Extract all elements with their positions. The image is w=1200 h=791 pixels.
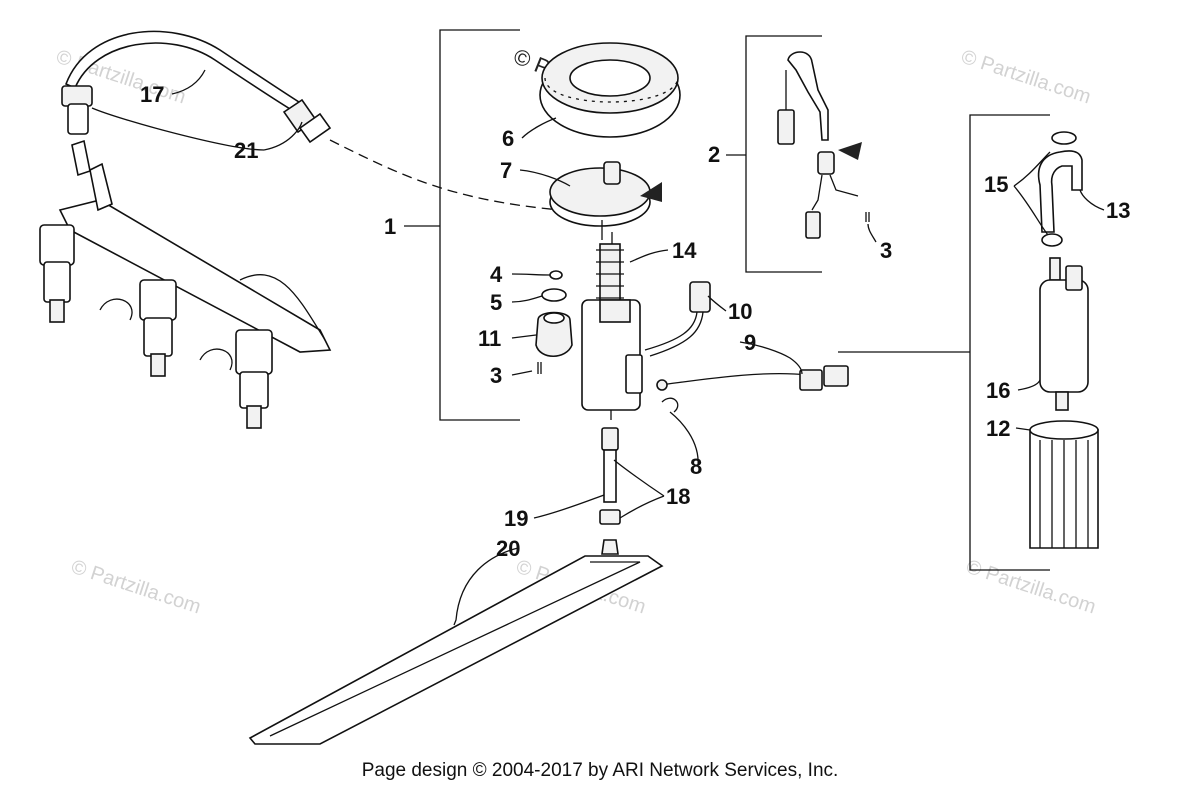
clip-8 — [661, 397, 679, 413]
callout-18: 18 — [666, 484, 690, 509]
callout-13: 13 — [1106, 198, 1130, 223]
pump-flange-7 — [549, 161, 662, 227]
leader-lines — [91, 69, 1105, 626]
watermark-bottom-right: © Partzilla.com — [963, 556, 1098, 619]
injector-2 — [139, 279, 177, 377]
callout-4: 4 — [490, 262, 503, 287]
callout-19: 19 — [504, 506, 528, 531]
callout-1: 1 — [384, 214, 396, 239]
fuel-hose-17 — [61, 30, 561, 211]
callout-6: 6 — [502, 126, 514, 151]
fuel-rail-injectors — [39, 139, 332, 429]
callout-9: 9 — [744, 330, 756, 355]
wiring-harness-9-10 — [625, 281, 849, 413]
pump-outlet — [1049, 257, 1061, 281]
footer-copyright: Page design © 2004-2017 by ARI Network S… — [361, 760, 839, 781]
fitting-18-19 — [599, 427, 621, 555]
callout-21: 21 — [234, 138, 258, 163]
callout-16: 16 — [986, 378, 1010, 403]
bracket-pump-group — [838, 114, 1050, 571]
pump-16 — [1039, 279, 1089, 393]
washer-5 — [541, 288, 567, 302]
callout-17: 17 — [140, 82, 164, 107]
injector-3 — [235, 329, 273, 429]
callout-8: 8 — [690, 454, 702, 479]
strap-20 — [248, 555, 664, 745]
callout-3-right: 3 — [880, 238, 892, 263]
callout-5: 5 — [490, 290, 502, 315]
callout-11: 11 — [478, 326, 501, 351]
callout-14: 14 — [672, 238, 697, 263]
lock-ring-6 — [539, 42, 681, 138]
watermark-top-right: © Partzilla.com — [958, 46, 1093, 109]
small-parts — [535, 270, 573, 374]
clamp-15b — [1041, 233, 1063, 247]
callout-7: 7 — [500, 158, 512, 183]
callout-2: 2 — [708, 142, 720, 167]
callout-12: 12 — [986, 416, 1010, 441]
callout-10: 10 — [728, 299, 752, 324]
bracket-assembly-1 — [404, 29, 520, 421]
clamp-15a — [1051, 131, 1077, 145]
callout-3-left: 3 — [490, 363, 502, 388]
o-ring-4 — [549, 270, 563, 280]
pump-group — [1029, 131, 1099, 549]
injector-1 — [39, 224, 75, 323]
callout-labels: 1 2 3 3 4 5 6 7 8 9 10 11 12 13 14 15 16… — [140, 82, 1130, 561]
sender-11 — [535, 311, 573, 358]
watermark-bottom-left: © Partzilla.com — [68, 556, 203, 619]
callout-20: 20 — [496, 536, 520, 561]
hose-13 — [1037, 150, 1083, 233]
bracket-assembly-2 — [726, 35, 822, 273]
screw-3 — [537, 362, 542, 374]
callout-15: 15 — [984, 172, 1008, 197]
harness-assembly-2 — [777, 51, 870, 239]
